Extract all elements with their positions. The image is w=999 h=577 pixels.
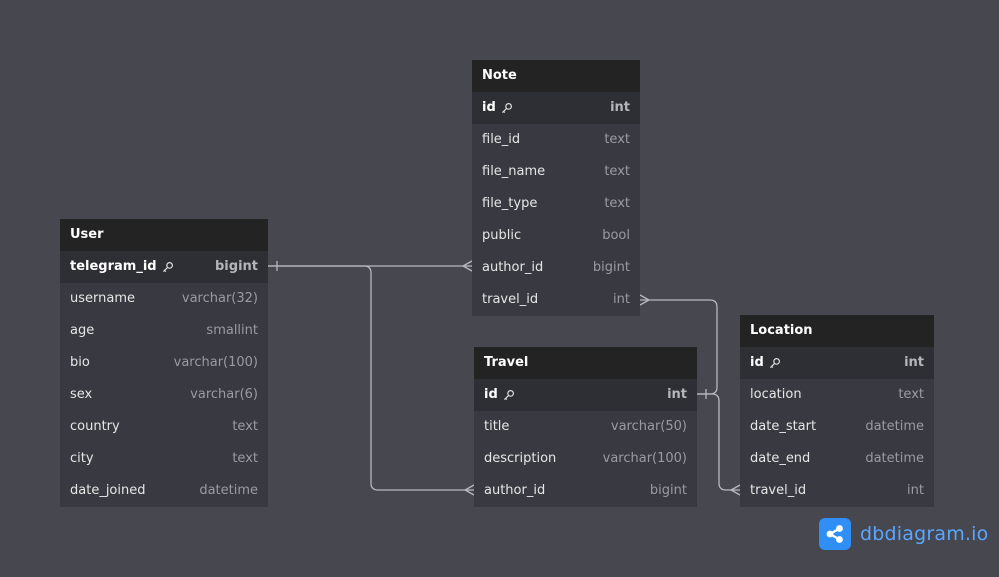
field-type: bigint bbox=[592, 260, 630, 275]
brand-watermark[interactable]: dbdiagram.io bbox=[819, 518, 988, 550]
field-type: int bbox=[907, 483, 924, 498]
field-type: text bbox=[232, 451, 258, 466]
key-icon bbox=[162, 262, 173, 273]
field-type: datetime bbox=[865, 451, 924, 466]
field-type: text bbox=[604, 164, 630, 179]
field-row[interactable]: city text bbox=[60, 443, 268, 475]
field-row[interactable]: id int bbox=[740, 347, 934, 379]
field-type: varchar(50) bbox=[610, 419, 687, 434]
field-name: username bbox=[70, 291, 135, 306]
field-name: author_id bbox=[484, 483, 546, 498]
table-location[interactable]: Location id int location text date_start… bbox=[740, 315, 934, 507]
field-name: file_name bbox=[482, 164, 546, 179]
field-type: varchar(100) bbox=[602, 451, 687, 466]
field-row[interactable]: travel_id int bbox=[740, 475, 934, 507]
field-name: date_start bbox=[750, 419, 817, 434]
relation-travel-location bbox=[697, 393, 741, 496]
field-name: sex bbox=[70, 387, 93, 402]
field-row[interactable]: travel_id int bbox=[472, 284, 640, 316]
field-name: date_joined bbox=[70, 483, 146, 498]
field-row[interactable]: title varchar(50) bbox=[474, 411, 697, 443]
field-row[interactable]: country text bbox=[60, 411, 268, 443]
key-icon bbox=[501, 103, 512, 114]
table-header[interactable]: Location bbox=[740, 315, 934, 347]
table-header[interactable]: Travel bbox=[474, 347, 697, 379]
field-row[interactable]: id int bbox=[472, 92, 640, 124]
field-name: title bbox=[484, 419, 510, 434]
field-row[interactable]: id int bbox=[474, 379, 697, 411]
field-name: age bbox=[70, 323, 95, 338]
field-row[interactable]: sex varchar(6) bbox=[60, 379, 268, 411]
field-type: int bbox=[610, 100, 630, 115]
key-icon bbox=[769, 358, 780, 369]
field-type: int bbox=[667, 387, 687, 402]
table-header[interactable]: Note bbox=[472, 60, 640, 92]
field-type: int bbox=[613, 292, 630, 307]
field-name: author_id bbox=[482, 260, 544, 275]
field-row[interactable]: location text bbox=[740, 379, 934, 411]
field-name: travel_id bbox=[482, 292, 539, 307]
field-name: id bbox=[484, 387, 498, 402]
field-row[interactable]: date_end datetime bbox=[740, 443, 934, 475]
field-type: datetime bbox=[199, 483, 258, 498]
field-row[interactable]: author_id bigint bbox=[472, 252, 640, 284]
field-type: int bbox=[904, 355, 924, 370]
field-row[interactable]: description varchar(100) bbox=[474, 443, 697, 475]
field-row[interactable]: file_name text bbox=[472, 156, 640, 188]
field-type: text bbox=[604, 132, 630, 147]
field-type: text bbox=[898, 387, 924, 402]
table-note[interactable]: Note id int file_id text file_name text … bbox=[472, 60, 640, 316]
field-name: city bbox=[70, 451, 94, 466]
key-icon bbox=[503, 390, 514, 401]
field-row[interactable]: author_id bigint bbox=[474, 475, 697, 507]
field-row[interactable]: date_joined datetime bbox=[60, 475, 268, 507]
field-name: file_id bbox=[482, 132, 521, 147]
field-name: description bbox=[484, 451, 557, 466]
field-row[interactable]: date_start datetime bbox=[740, 411, 934, 443]
field-name: id bbox=[750, 355, 764, 370]
field-type: varchar(6) bbox=[190, 387, 258, 402]
field-row[interactable]: telegram_id bigint bbox=[60, 251, 268, 283]
field-type: bigint bbox=[215, 259, 258, 274]
field-name: telegram_id bbox=[70, 259, 157, 274]
field-type: bool bbox=[602, 228, 630, 243]
field-name: location bbox=[750, 387, 802, 402]
relation-user-note-author bbox=[268, 260, 473, 272]
field-type: smallint bbox=[206, 323, 258, 338]
field-name: country bbox=[70, 419, 120, 434]
field-name: date_end bbox=[750, 451, 811, 466]
table-user[interactable]: User telegram_id bigint username varchar… bbox=[60, 219, 268, 507]
table-travel[interactable]: Travel id int title varchar(50) descript… bbox=[474, 347, 697, 507]
field-row[interactable]: bio varchar(100) bbox=[60, 347, 268, 379]
relation-user-travel-author bbox=[268, 265, 475, 496]
table-header[interactable]: User bbox=[60, 219, 268, 251]
field-name: file_type bbox=[482, 196, 538, 211]
field-name: bio bbox=[70, 355, 90, 370]
field-name: public bbox=[482, 228, 522, 243]
field-type: varchar(100) bbox=[173, 355, 258, 370]
field-row[interactable]: username varchar(32) bbox=[60, 283, 268, 315]
field-type: text bbox=[232, 419, 258, 434]
field-row[interactable]: file_id text bbox=[472, 124, 640, 156]
field-type: datetime bbox=[865, 419, 924, 434]
field-name: travel_id bbox=[750, 483, 807, 498]
share-logo-icon bbox=[819, 518, 851, 550]
field-name: id bbox=[482, 100, 496, 115]
field-row[interactable]: age smallint bbox=[60, 315, 268, 347]
brand-name: dbdiagram.io bbox=[860, 523, 989, 545]
field-type: text bbox=[604, 196, 630, 211]
field-type: varchar(32) bbox=[181, 291, 258, 306]
field-row[interactable]: file_type text bbox=[472, 188, 640, 220]
field-row[interactable]: public bool bbox=[472, 220, 640, 252]
field-type: bigint bbox=[649, 483, 687, 498]
